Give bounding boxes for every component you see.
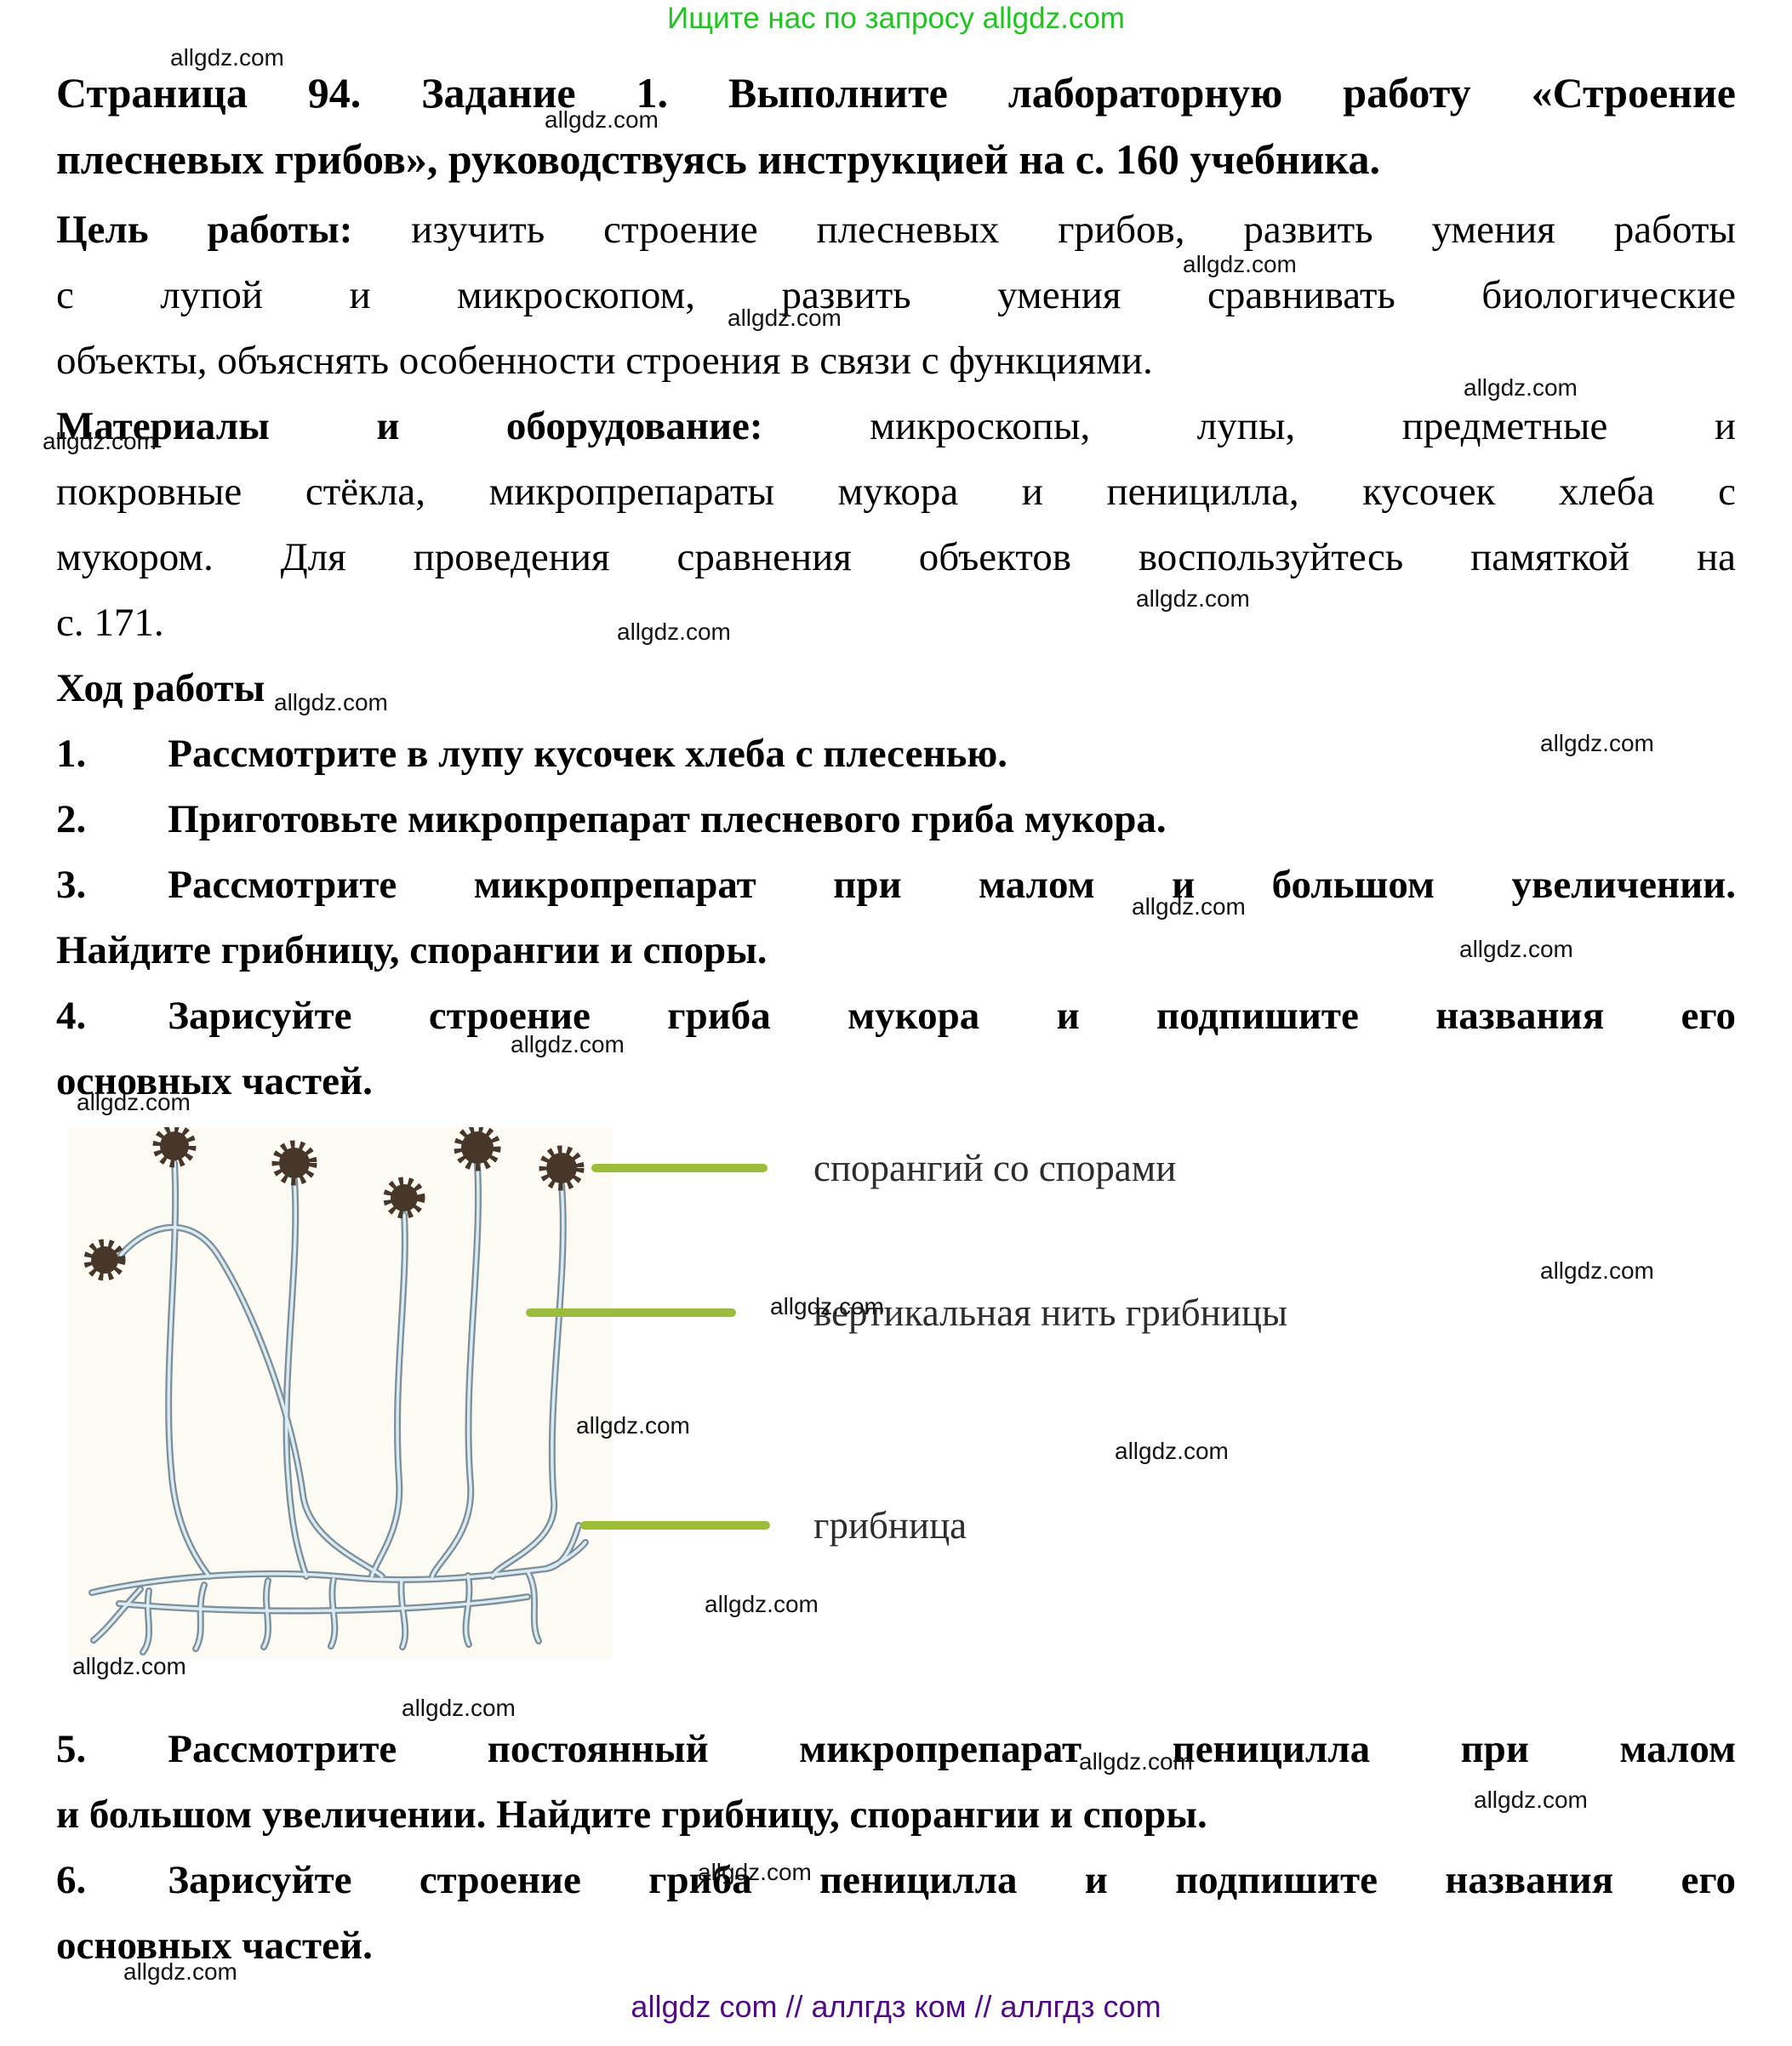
materials-line-3: мукором. Для проведения сравнения объект… bbox=[56, 535, 1736, 579]
goal-text: изучить строение плесневых грибов, разви… bbox=[352, 208, 1737, 252]
step-6-line-1: 6. Зарисуйте строение гриба пеницилла и п… bbox=[56, 1848, 1736, 1913]
step-4-line-2: основных частей. bbox=[56, 1059, 373, 1103]
footer-sites: allgdz com // аллгдз ком // аллгдз com bbox=[631, 1989, 1161, 2024]
step-6-number: 6. bbox=[56, 1858, 87, 1902]
goal-paragraph: Цель работы: изучить строение плесневых … bbox=[56, 197, 1736, 394]
materials-label: Материалы и оборудование: bbox=[56, 404, 763, 448]
mycelium-callout-line bbox=[580, 1521, 770, 1530]
mucor-diagram: спорангий со спорами вертикальная нить г… bbox=[0, 1114, 1792, 1710]
sporangium-head bbox=[271, 1140, 317, 1186]
sporangium-head bbox=[83, 1239, 126, 1281]
step-2-number: 2. bbox=[56, 797, 87, 841]
sporangium-head bbox=[454, 1127, 501, 1171]
sporangium-label: спорангий со спорами bbox=[813, 1147, 1177, 1189]
promo-banner: Ищите нас по запросу allgdz.com bbox=[667, 2, 1125, 35]
mucor-drawing bbox=[68, 1127, 613, 1659]
materials-line-4: с. 171. bbox=[56, 601, 164, 645]
step-5-line-1: 5. Рассмотрите постоянный микропрепарат п… bbox=[56, 1717, 1736, 1782]
materials-paragraph: Материалы и оборудование: микроскопы, лу… bbox=[56, 394, 1736, 656]
goal-line-2: с лупой и микроскопом, развить умения ср… bbox=[56, 273, 1736, 317]
vertical-thread-callout-line bbox=[526, 1308, 736, 1317]
step-1-text: Рассмотрите в лупу кусочек хлеба с плесе… bbox=[168, 732, 1008, 776]
sporangium-head bbox=[539, 1145, 585, 1191]
materials-text: микроскопы, лупы, предметные и bbox=[762, 404, 1736, 448]
sporangia-heads bbox=[83, 1127, 585, 1281]
goal-line-3: объекты, объяснять особенности строения … bbox=[56, 339, 1153, 383]
step-3-text: Рассмотрите микропрепарат при малом и бо… bbox=[168, 863, 1736, 907]
step-3-line-2: Найдите грибницу, спорангии и споры. bbox=[56, 928, 768, 972]
step-6-line-2: основных частей. bbox=[56, 1923, 373, 1968]
step-4-text: Зарисуйте строение гриба мукора и подпиш… bbox=[168, 994, 1736, 1038]
step-5-text: Рассмотрите постоянный микропрепарат пен… bbox=[168, 1727, 1736, 1771]
title-line-1: Страница 94. Задание 1. Выполните лабора… bbox=[56, 69, 1736, 117]
vertical-thread-label: вертикальная нить грибницы bbox=[813, 1291, 1288, 1334]
sporangium-head bbox=[152, 1127, 197, 1168]
step-4-number: 4. bbox=[56, 994, 87, 1038]
step-3-line-1: 3. Рассмотрите микропрепарат при малом и … bbox=[56, 852, 1736, 918]
step-5-number: 5. bbox=[56, 1727, 87, 1771]
step-1-line-1: 1. Рассмотрите в лупу кусочек хлеба с пле… bbox=[56, 721, 1736, 787]
step-1-number: 1. bbox=[56, 732, 87, 776]
step-2-text: Приготовьте микропрепарат плесневого гри… bbox=[168, 797, 1167, 841]
step-6-text: Зарисуйте строение гриба пеницилла и под… bbox=[168, 1858, 1736, 1902]
page-title: Страница 94. Задание 1. Выполните лабора… bbox=[56, 60, 1736, 192]
sporangium-head bbox=[383, 1177, 425, 1219]
sporangium-callout-line bbox=[591, 1164, 768, 1172]
step-2-line-1: 2. Приготовьте микропрепарат плесневого г… bbox=[56, 787, 1736, 852]
procedure-steps-5-6: 5. Рассмотрите постоянный микропрепарат п… bbox=[56, 1717, 1736, 1979]
goal-label: Цель работы: bbox=[56, 208, 353, 252]
procedure-heading: Ход работы bbox=[56, 666, 265, 710]
procedure-steps-1-4: 1. Рассмотрите в лупу кусочек хлеба с пле… bbox=[56, 721, 1736, 1114]
step-4-line-1: 4. Зарисуйте строение гриба мукора и подп… bbox=[56, 983, 1736, 1049]
materials-line-1: Материалы и оборудование: микроскопы, лу… bbox=[56, 394, 1736, 459]
materials-line-2: покровные стёкла, микропрепараты мукора … bbox=[56, 470, 1736, 514]
title-line-2: плесневых грибов», руководствуясь инстру… bbox=[56, 135, 1380, 183]
step-5-line-2: и большом увеличении. Найдите грибницу, … bbox=[56, 1792, 1207, 1837]
step-3-number: 3. bbox=[56, 863, 87, 907]
goal-line-1: Цель работы: изучить строение плесневых … bbox=[56, 197, 1736, 263]
mycelium-label: грибница bbox=[813, 1504, 967, 1547]
